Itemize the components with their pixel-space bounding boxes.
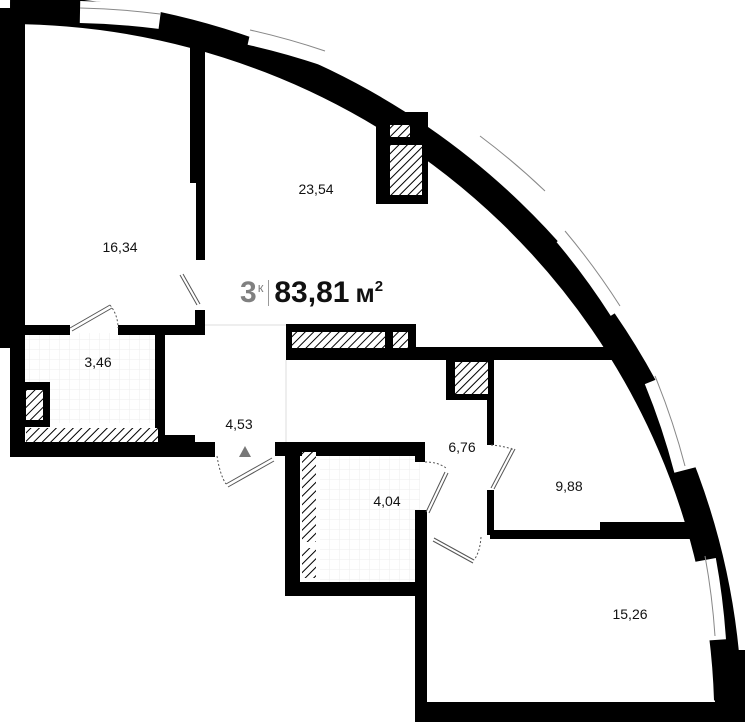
- room-area-label: 23,54: [298, 181, 334, 197]
- windows: [79, 1, 726, 641]
- room-area-label: 6,76: [448, 439, 476, 455]
- entrance-triangle-icon: [239, 446, 251, 457]
- rooms-count: 3: [240, 276, 257, 309]
- area-unit-text: м: [355, 277, 375, 308]
- apartment-summary: 3 к 83,81 м2: [240, 276, 383, 310]
- rooms-suffix: к: [257, 280, 264, 295]
- room-area-label: 4,04: [373, 493, 401, 509]
- room-area-label: 4,53: [225, 416, 253, 432]
- room-area-label: 9,88: [555, 478, 583, 494]
- ducts: [26, 125, 488, 578]
- room-area-label: 16,34: [102, 239, 138, 255]
- doors: [69, 273, 516, 564]
- exterior-wall: [9, 0, 742, 701]
- room-area-label: 3,46: [84, 354, 112, 370]
- bath-2-floor: [320, 452, 420, 582]
- total-area: 83,81: [274, 276, 350, 309]
- room-area-label: 15,26: [612, 606, 648, 622]
- area-unit-power: 2: [374, 277, 384, 295]
- area-unit: м2: [355, 278, 383, 309]
- walls: [0, 8, 745, 722]
- separator: [268, 280, 270, 306]
